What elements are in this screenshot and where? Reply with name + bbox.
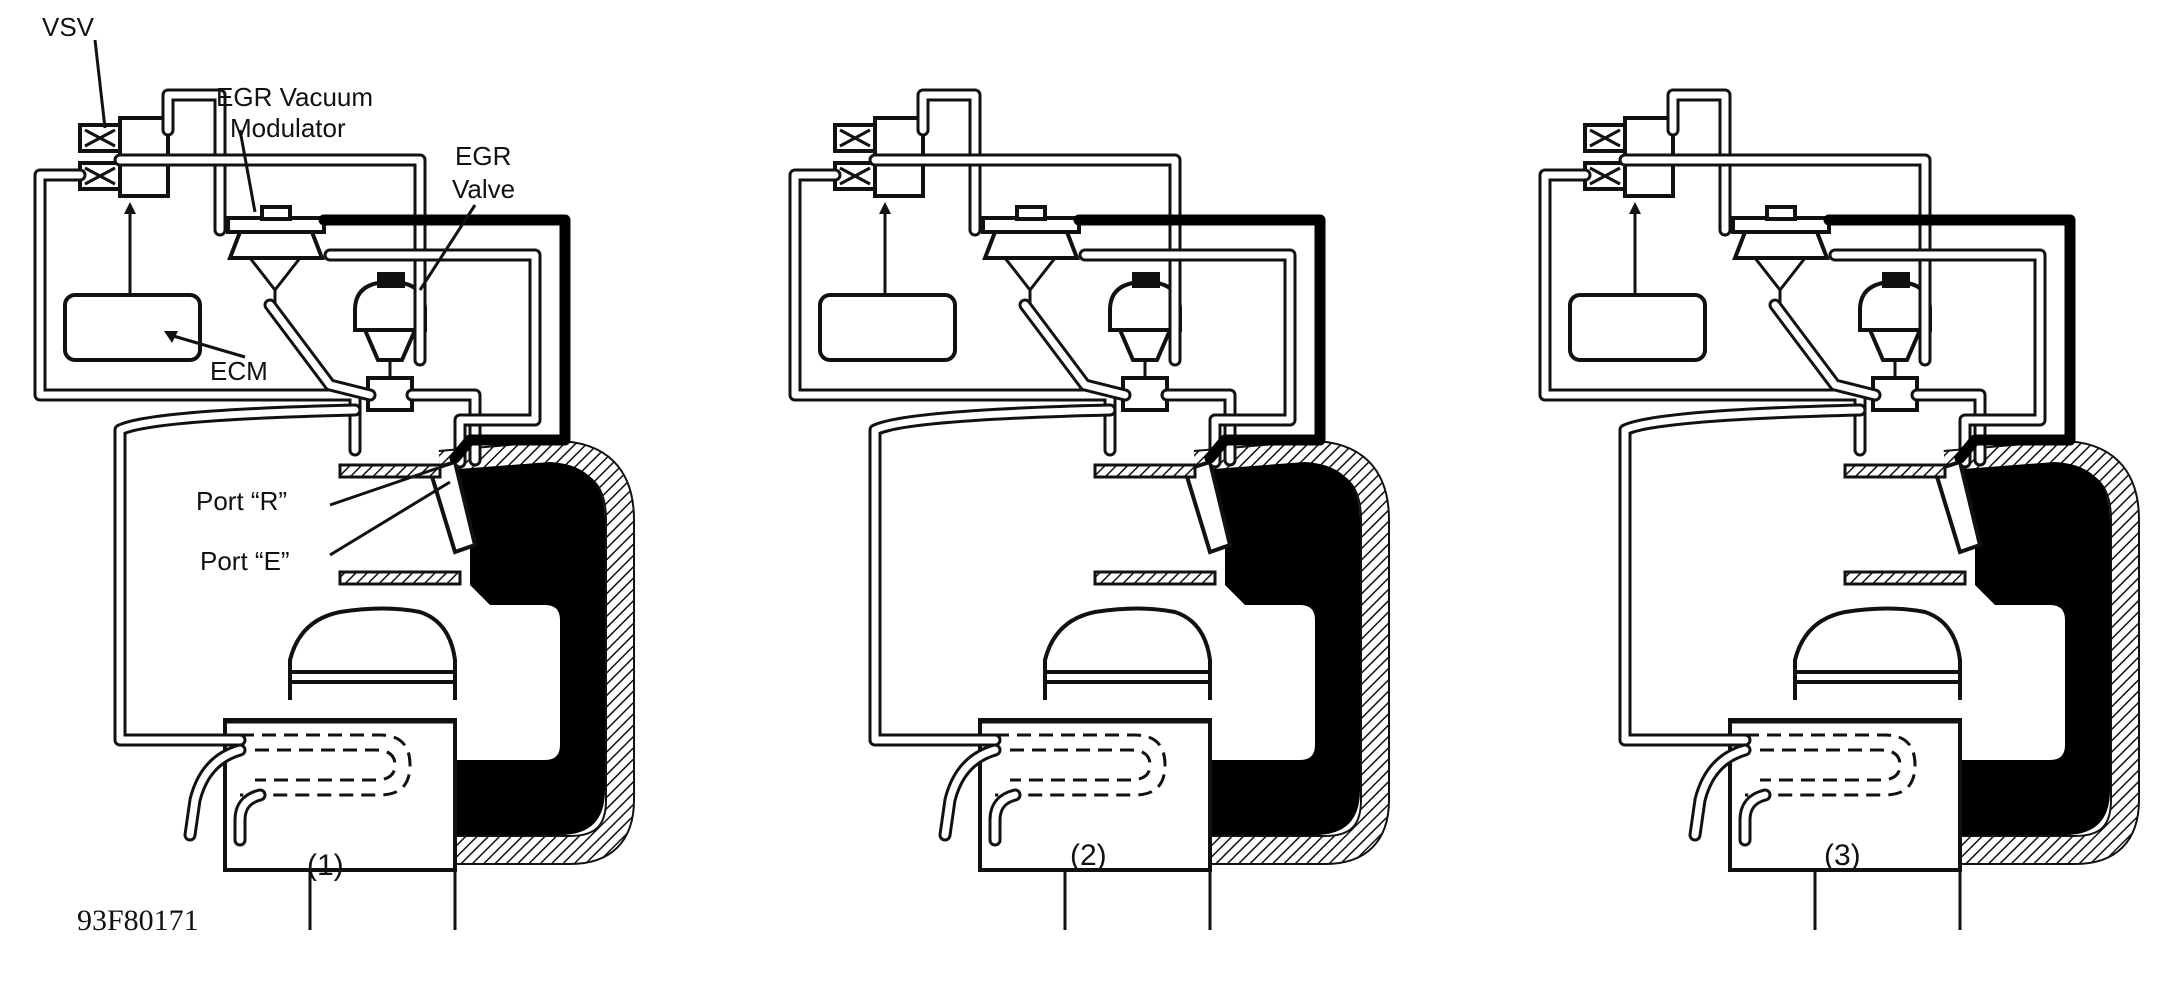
ecm-label: ECM [210, 356, 268, 386]
port-r-label: Port “R” [196, 486, 287, 516]
panel-3-diagram [1545, 95, 2125, 930]
panel-3-caption: (3) [1824, 839, 1861, 872]
leader-lines [93, 39, 477, 557]
port-e-label: Port “E” [200, 546, 290, 576]
egr-valve-label-line1: EGR [455, 141, 511, 171]
egr-vacuum-modulator-label-line1: EGR Vacuum [216, 82, 373, 112]
panel-2-caption: (2) [1070, 839, 1107, 872]
panel-2-diagram [795, 95, 1375, 930]
egr-vacuum-modulator-label-line2: Modulator [230, 113, 346, 143]
vsv-label: VSV [42, 12, 95, 42]
panel-1-diagram [40, 95, 620, 930]
egr-valve-label-line2: Valve [452, 174, 515, 204]
figure-code: 93F80171 [77, 904, 199, 937]
panel-1-caption: (1) [307, 849, 344, 882]
